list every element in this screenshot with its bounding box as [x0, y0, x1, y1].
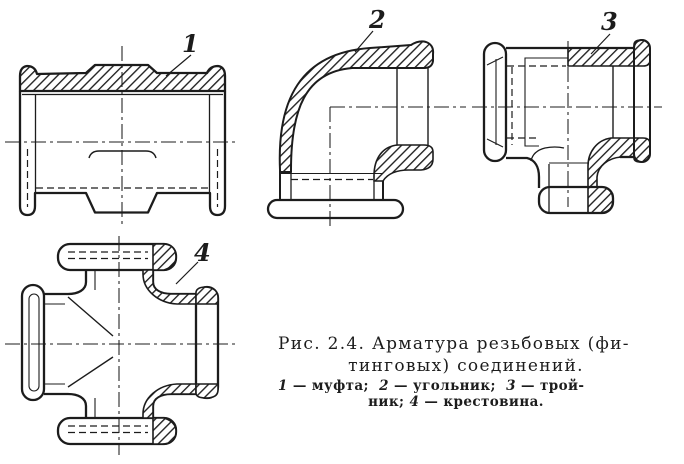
callout-tee: 3 [601, 7, 618, 36]
legend-item-text: — угольник; [388, 378, 507, 394]
legend-item-text: — муфта; [287, 378, 380, 394]
legend-item-number: 3 [506, 378, 516, 394]
legend-item-text: — крестовина. [419, 394, 544, 410]
callout-elbow: 2 [369, 5, 386, 34]
legend-line-1: 1 — муфта; 2 — угольник; 3 — трой- [278, 378, 634, 394]
figure-legend: 1 — муфта; 2 — угольник; 3 — трой- ник; … [278, 378, 634, 410]
legend-line-2: ник; 4 — крестовина. [278, 394, 634, 410]
legend-item-number: 4 [409, 394, 420, 410]
legend-item-number: 1 [278, 378, 288, 394]
drawing-tee [472, 33, 662, 215]
figure-caption: Рис. 2.4. Арматура резьбовых (фи- тингов… [278, 333, 654, 377]
caption-line-2: тинговых) соединений. [348, 356, 584, 376]
legend-item-number: 2 [379, 378, 389, 394]
drawing-coupling [5, 46, 238, 227]
drawing-elbow [266, 30, 466, 226]
drawing-cross [5, 236, 237, 455]
caption-line-1: Рис. 2.4. Арматура резьбовых (фи- [278, 334, 630, 354]
callout-coupling: 1 [182, 29, 199, 58]
legend-item-text: — трой- [515, 378, 585, 394]
legend-item-text: ник; [368, 394, 410, 410]
callout-cross: 4 [194, 238, 211, 267]
